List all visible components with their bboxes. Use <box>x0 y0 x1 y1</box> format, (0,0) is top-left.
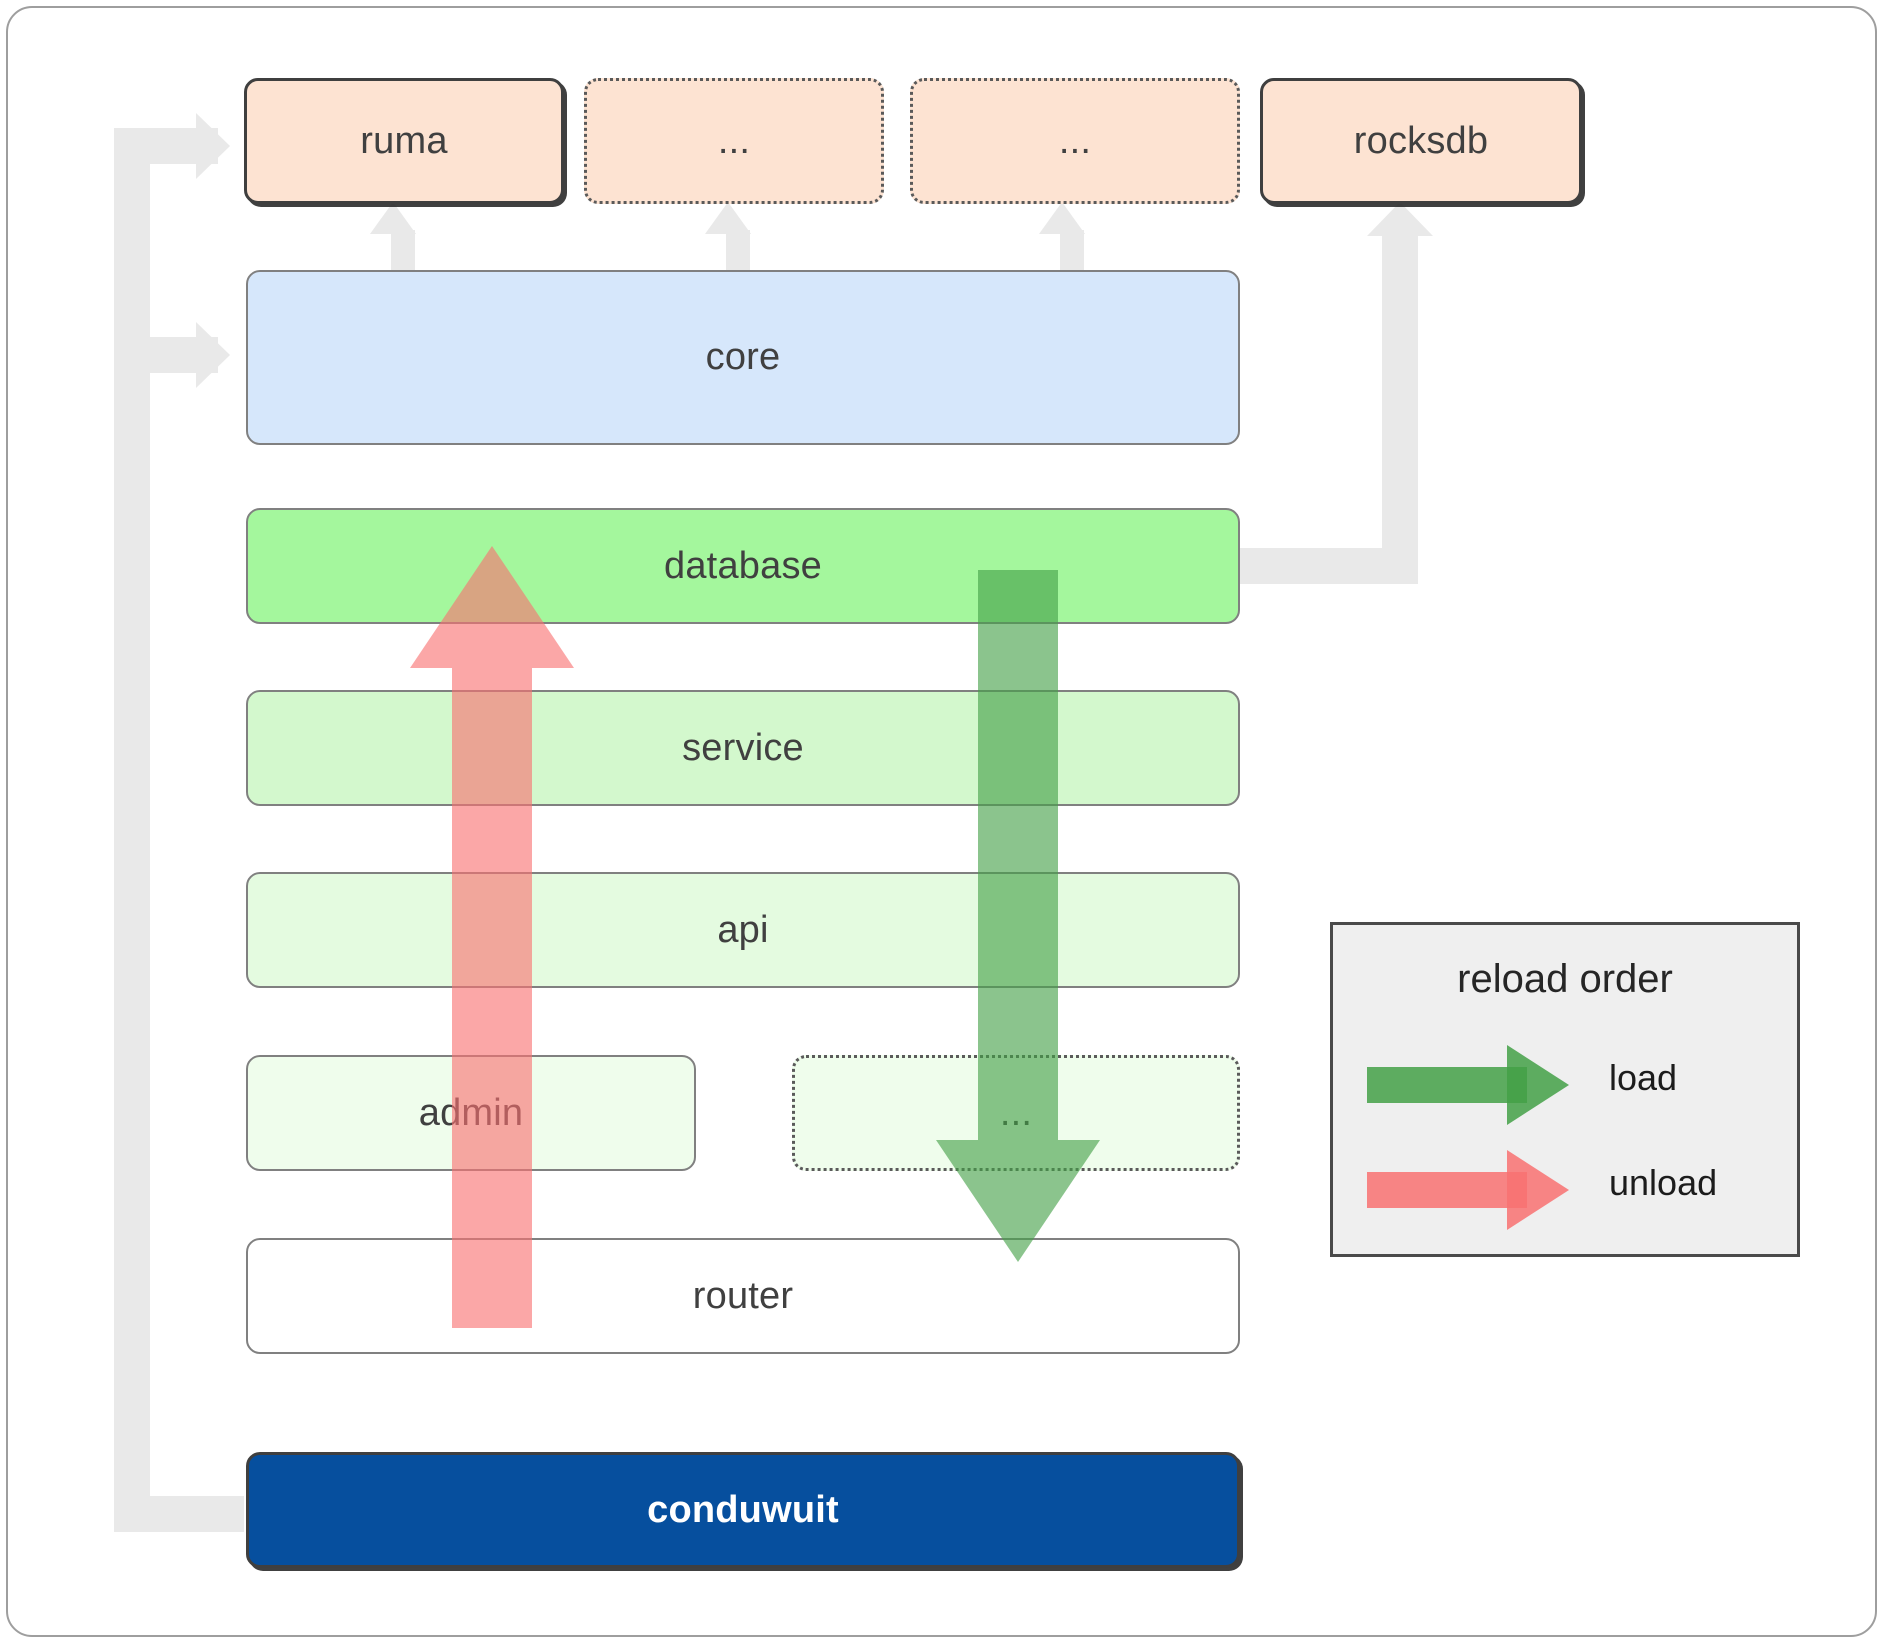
connector-core-to-ruma-arrow <box>370 202 416 234</box>
external-box-ruma-label: ruma <box>360 119 448 162</box>
stack-box-service-label: service <box>682 726 804 769</box>
external-box-ruma[interactable]: ruma <box>244 78 564 204</box>
external-box-ellipsis-2[interactable]: ... <box>910 78 1240 204</box>
legend-panel: reload order load unload <box>1330 922 1800 1257</box>
stack-box-api-label: api <box>717 908 769 951</box>
load-arrow-shaft <box>978 570 1058 1140</box>
binary-box-conduwuit-label: conduwuit <box>647 1488 839 1531</box>
stack-box-service[interactable]: service <box>246 690 1240 806</box>
stack-box-router-label: router <box>692 1274 794 1317</box>
connector-db-to-rocksdb-vertical <box>1382 234 1418 584</box>
legend-unload-arrow-shaft <box>1367 1172 1527 1208</box>
external-box-rocksdb[interactable]: rocksdb <box>1260 78 1582 204</box>
stack-box-database[interactable]: database <box>246 508 1240 624</box>
external-box-ellipsis-2-label: ... <box>1058 119 1092 162</box>
legend-load-arrow-shaft <box>1367 1067 1527 1103</box>
stack-box-core-label: core <box>705 336 781 378</box>
connector-db-to-rocksdb-arrow <box>1367 202 1433 236</box>
connector-left-bottom-stub <box>114 1496 244 1532</box>
binary-box-conduwuit[interactable]: conduwuit <box>246 1452 1240 1568</box>
unload-arrow-head <box>410 546 574 668</box>
connector-core-to-ext1-arrow <box>705 202 751 234</box>
external-box-ellipsis-1-label: ... <box>717 119 751 162</box>
stack-box-core[interactable]: core <box>246 270 1240 445</box>
connector-to-core-arrow <box>196 322 230 388</box>
legend-load-label: load <box>1609 1057 1678 1098</box>
connector-to-ruma-arrow <box>196 113 230 179</box>
legend-unload-label: unload <box>1609 1162 1718 1203</box>
legend-unload-arrow-head <box>1507 1150 1569 1230</box>
diagram-frame <box>6 6 1877 1637</box>
legend-title: reload order <box>1457 957 1673 1001</box>
external-box-ellipsis-1[interactable]: ... <box>584 78 884 204</box>
unload-arrow-shaft <box>452 668 532 1328</box>
legend-load-arrow-head <box>1507 1045 1569 1125</box>
external-box-rocksdb-label: rocksdb <box>1353 119 1489 162</box>
stack-box-database-label: database <box>664 544 822 587</box>
load-arrow-head <box>936 1140 1100 1262</box>
connector-core-to-ext2-arrow <box>1039 202 1085 234</box>
stack-box-api[interactable]: api <box>246 872 1240 988</box>
